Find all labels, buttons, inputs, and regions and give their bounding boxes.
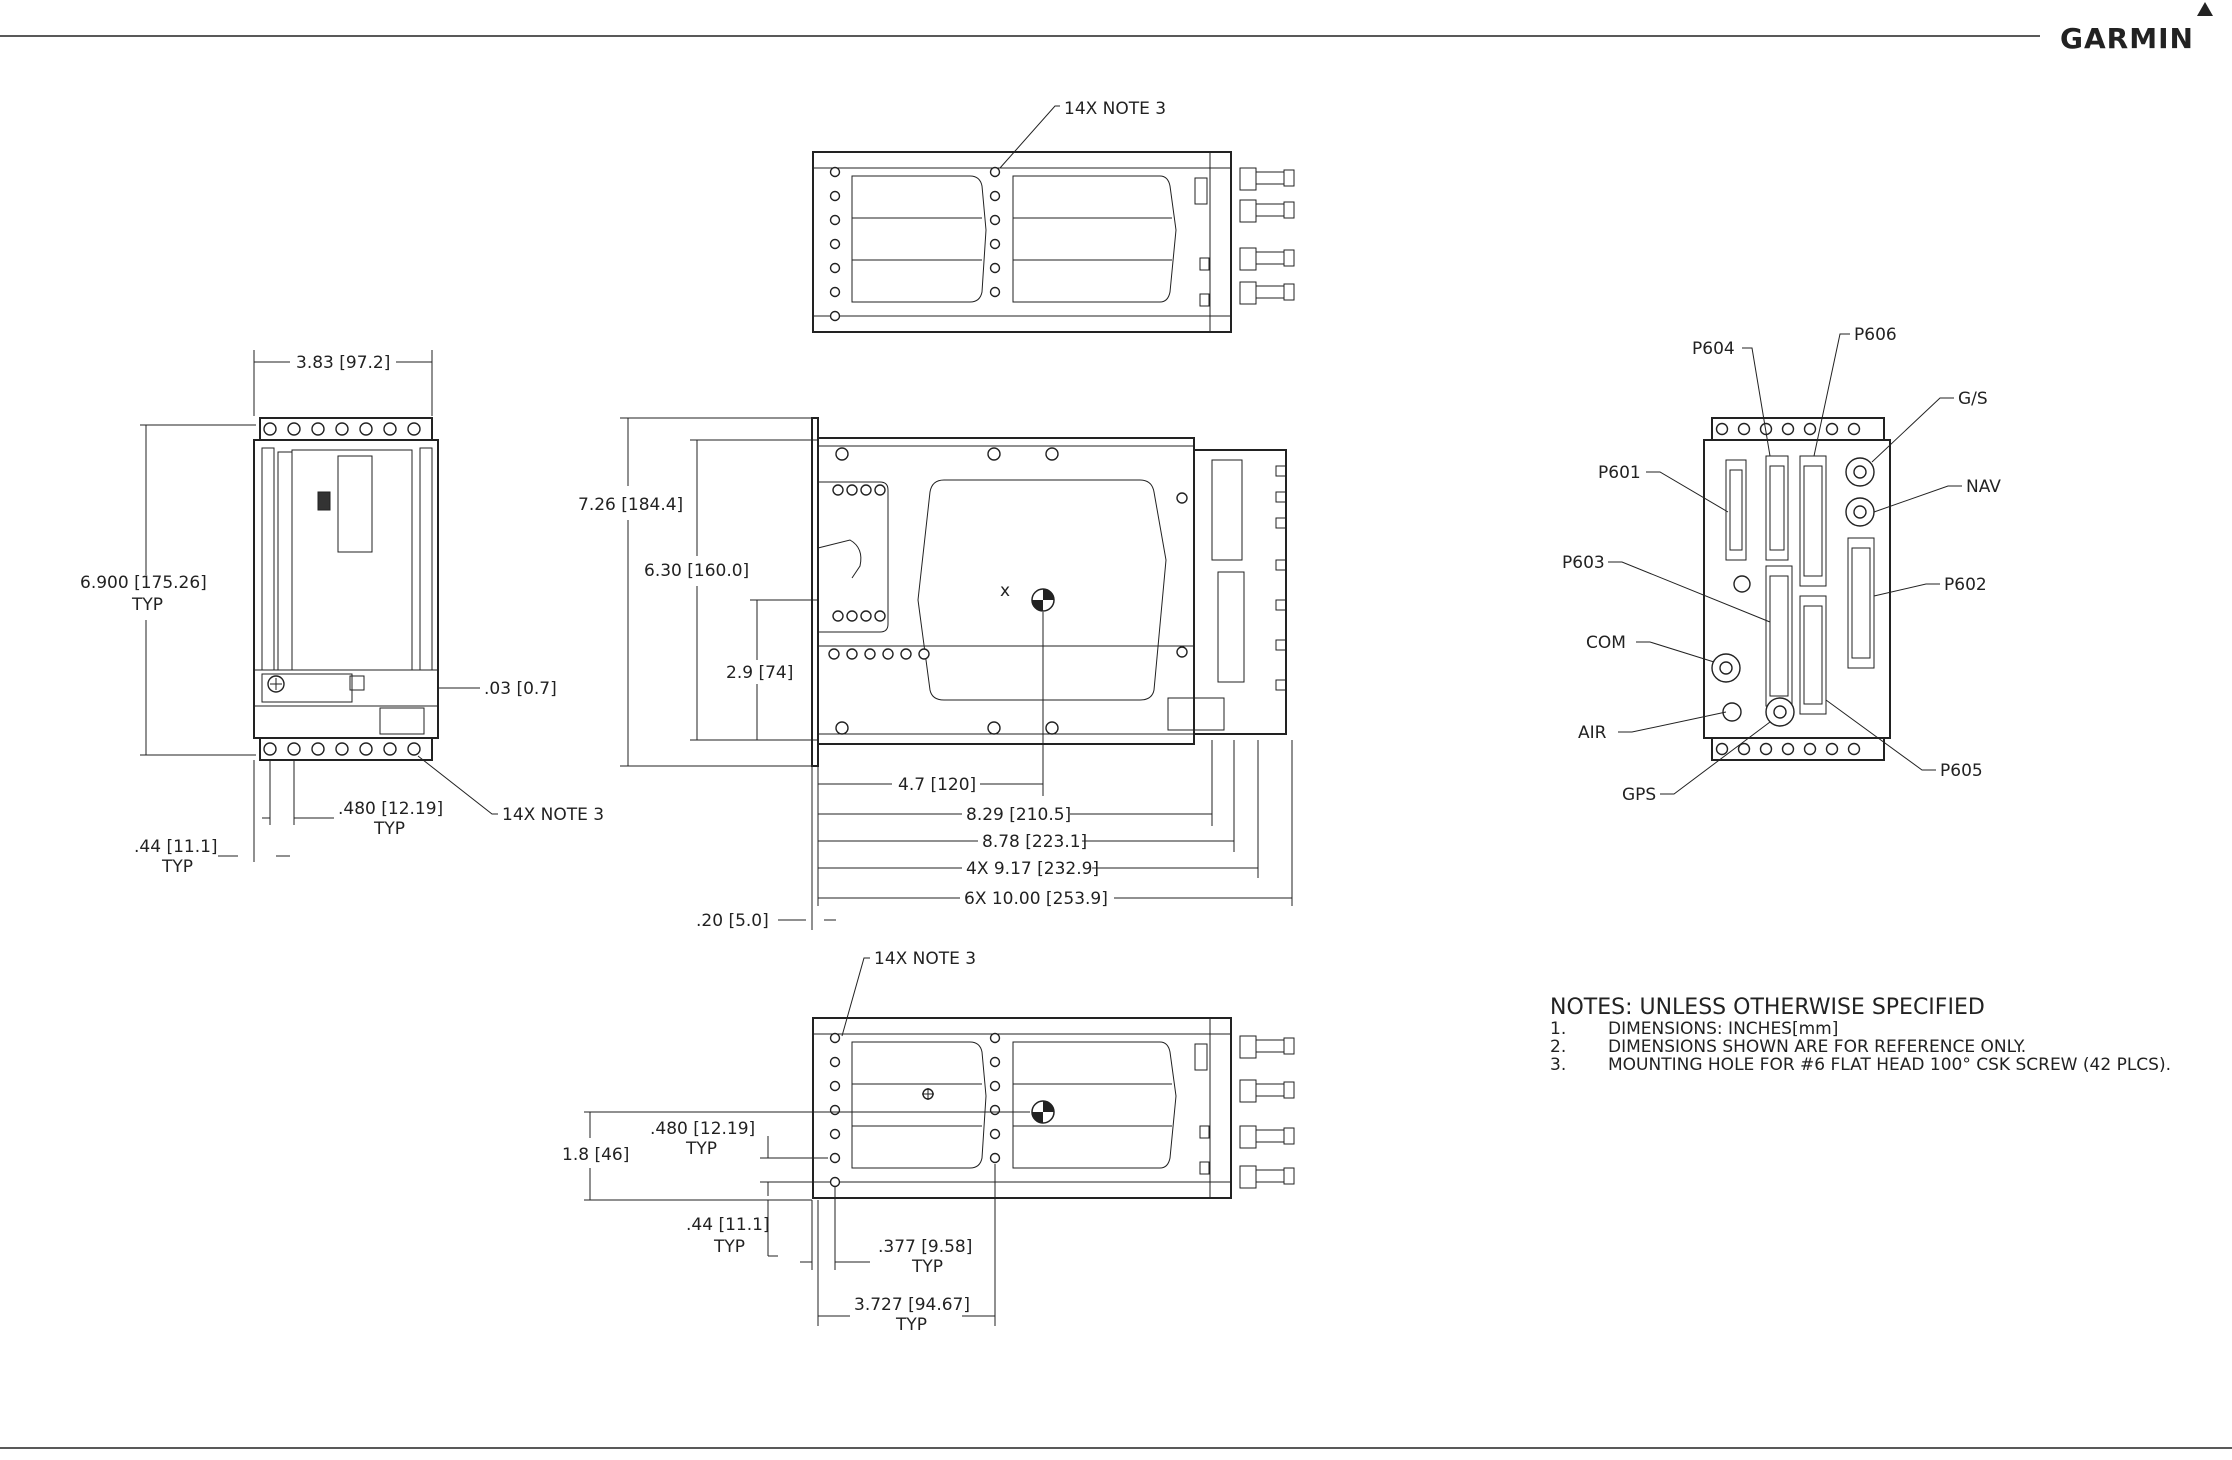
side-cg-height-dim: 2.9 [74] — [726, 663, 793, 683]
connector-p604 — [1765, 455, 1789, 561]
note-3-text: MOUNTING HOLE FOR #6 FLAT HEAD 100° CSK … — [1608, 1055, 2171, 1075]
side-d3-dim: 4X 9.17 [232.9] — [966, 859, 1099, 879]
note-2-num: 2. — [1550, 1037, 1566, 1057]
connector-p601 — [1725, 459, 1747, 561]
note-1-text: DIMENSIONS: INCHES[mm] — [1608, 1019, 1838, 1039]
side-d1-dim: 8.29 [210.5] — [966, 805, 1071, 825]
side-body-height-dim: 6.30 [160.0] — [644, 561, 749, 581]
label-gs: G/S — [1958, 389, 1988, 409]
label-nav: NAV — [1966, 477, 2001, 497]
bottom-hole-spacing-dim: .480 [12.19] — [650, 1119, 755, 1139]
front-view-holes — [263, 422, 421, 756]
label-p601: P601 — [1598, 463, 1641, 483]
label-p602: P602 — [1944, 575, 1987, 595]
front-view: 3.83 [97.2] 6.900 [175.26] TYP .03 [0.7]… — [80, 350, 604, 877]
label-p606: P606 — [1854, 325, 1897, 345]
bottom-hole-offset-typ: TYP — [911, 1257, 943, 1277]
top-view-callout: 14X NOTE 3 — [1064, 99, 1166, 119]
label-air: AIR — [1578, 723, 1607, 743]
front-height-dim: 6.900 [175.26] — [80, 573, 207, 593]
top-view-connectors — [1239, 167, 1295, 305]
side-overall-height-dim: 7.26 [184.4] — [578, 495, 683, 515]
front-view-bezel — [253, 439, 439, 739]
side-view: x 7.26 [184.4] 6.30 [160.0] 2.9 [74] — [578, 417, 1293, 931]
side-cg-x-dim: 4.7 [120] — [898, 775, 976, 795]
side-d4-dim: 6X 10.00 [253.9] — [964, 889, 1108, 909]
side-d2-dim: 8.78 [223.1] — [982, 832, 1087, 852]
top-view-body — [812, 151, 1232, 333]
brand-logo: GARMIN — [2060, 22, 2194, 55]
front-view-callout: 14X NOTE 3 — [502, 805, 604, 825]
label-p605: P605 — [1940, 761, 1983, 781]
garmin-delta-icon — [2197, 2, 2213, 16]
rear-view: P604 P606 G/S P601 NAV P603 P602 COM AIR… — [1562, 325, 2001, 805]
note-1-num: 1. — [1550, 1019, 1566, 1039]
bottom-hole-spacing-typ: TYP — [685, 1139, 717, 1159]
front-height-typ: TYP — [131, 595, 163, 615]
connector-p602 — [1847, 537, 1875, 669]
bottom-height-dim: 1.8 [46] — [562, 1145, 629, 1165]
bottom-edge-offset-dim: .44 [11.1] — [686, 1215, 770, 1235]
bottom-view-callout: 14X NOTE 3 — [874, 949, 976, 969]
bottom-hole-offset-dim: .377 [9.58] — [878, 1237, 972, 1257]
bottom-view-holes — [829, 1032, 1001, 1188]
label-p603: P603 — [1562, 553, 1605, 573]
front-hole-spacing-dim: .480 [12.19] — [338, 799, 443, 819]
side-flange-dim: .20 [5.0] — [696, 911, 769, 931]
front-edge-offset-typ: TYP — [161, 857, 193, 877]
bottom-hole-row-typ: TYP — [895, 1315, 927, 1335]
bottom-view-connectors — [1239, 1035, 1295, 1189]
front-edge-offset-dim: .44 [11.1] — [134, 837, 218, 857]
side-view-rear-panel — [1193, 449, 1287, 735]
front-view-label-plate — [337, 455, 373, 553]
cg-symbol: x — [1000, 581, 1055, 612]
top-view-cutout-left — [851, 175, 987, 303]
notes-block: NOTES: UNLESS OTHERWISE SPECIFIED 1. DIM… — [1550, 995, 2171, 1075]
connector-air — [1722, 702, 1742, 722]
label-com: COM — [1586, 633, 1626, 653]
note-3-num: 3. — [1550, 1055, 1566, 1075]
connector-p606 — [1799, 455, 1827, 587]
label-gps: GPS — [1622, 785, 1656, 805]
note-2-text: DIMENSIONS SHOWN ARE FOR REFERENCE ONLY. — [1608, 1037, 2026, 1057]
side-view-cutout — [917, 479, 1167, 701]
front-hole-spacing-typ: TYP — [373, 819, 405, 839]
front-lip-dim: .03 [0.7] — [484, 679, 557, 699]
notes-title: NOTES: UNLESS OTHERWISE SPECIFIED — [1550, 995, 1985, 1020]
top-view-holes — [829, 166, 1001, 322]
label-p604: P604 — [1692, 339, 1735, 359]
bottom-edge-offset-typ: TYP — [713, 1237, 745, 1257]
cg-x-mark: x — [1000, 581, 1010, 601]
bottom-view-body — [812, 1017, 1232, 1199]
side-view-holes — [828, 447, 1188, 735]
bottom-hole-row-dim: 3.727 [94.67] — [854, 1295, 970, 1315]
front-width-dim: 3.83 [97.2] — [296, 353, 390, 373]
bottom-view: 14X NOTE 3 1.8 [46] .480 [12.19] TYP .44… — [562, 949, 1295, 1335]
top-view: 14X NOTE 3 — [812, 99, 1295, 333]
front-view-knob — [317, 491, 331, 511]
bottom-cg-symbol — [922, 1088, 1055, 1124]
top-view-cutout-right — [1012, 175, 1177, 303]
connector-p605 — [1799, 595, 1827, 715]
rear-view-holes — [1715, 422, 1861, 756]
side-view-rear-holes — [1275, 465, 1287, 691]
